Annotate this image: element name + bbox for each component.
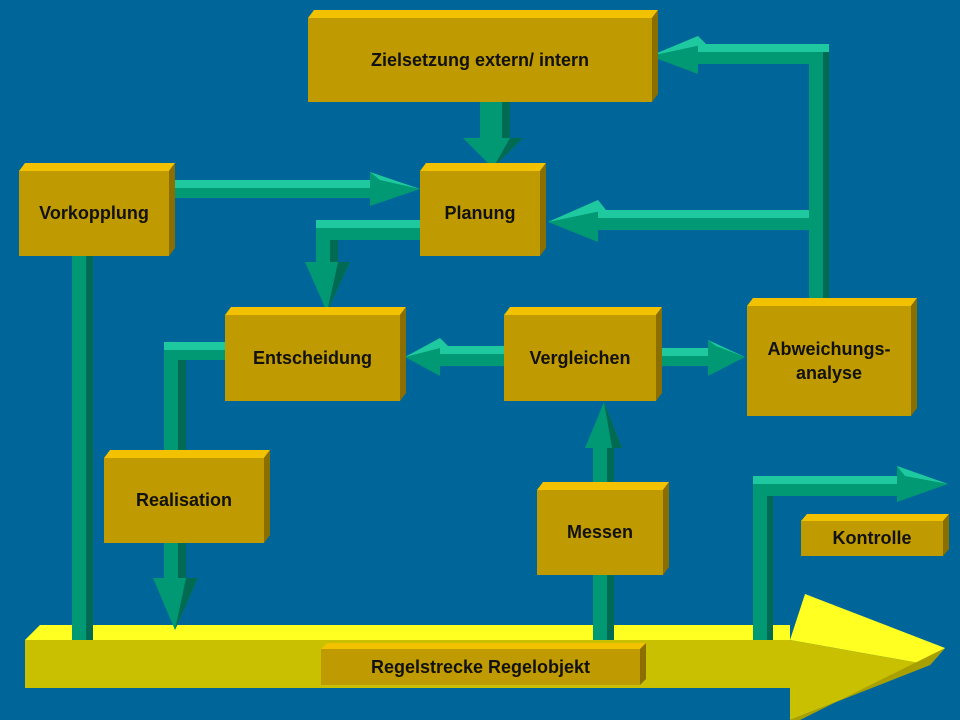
- arrow-abweichung-zielsetzung: [650, 36, 829, 302]
- node-entscheidung-label: Entscheidung: [225, 315, 400, 401]
- node-planung: Planung: [420, 163, 546, 256]
- band-head-front: [790, 640, 930, 720]
- arrow-vergleichen-abweichung: [660, 340, 745, 376]
- node-vorkopplung: Vorkopplung: [19, 163, 175, 256]
- node-zielsetzung-label: Zielsetzung extern/ intern: [308, 18, 652, 102]
- arrow-regelstrecke-kontrolle: [753, 466, 948, 640]
- node-planung-label: Planung: [420, 171, 540, 256]
- node-entscheidung: Entscheidung: [225, 307, 406, 401]
- band-head-top: [790, 594, 945, 665]
- node-vergleichen-label: Vergleichen: [504, 315, 656, 401]
- node-abweichungsanalyse-label: Abweichungs- analyse: [747, 306, 911, 416]
- node-vergleichen: Vergleichen: [504, 307, 662, 401]
- node-vorkopplung-label: Vorkopplung: [19, 171, 169, 256]
- arrow-planung-entscheidung: [305, 220, 420, 312]
- node-zielsetzung: Zielsetzung extern/ intern: [308, 10, 658, 102]
- arrow-vorkopplung-regelstrecke: [72, 256, 93, 640]
- node-realisation: Realisation: [104, 450, 270, 543]
- node-kontrolle: Kontrolle: [801, 514, 949, 556]
- arrow-vorkopplung-planung: [170, 172, 420, 206]
- arrow-abweichung-planung: [548, 200, 809, 242]
- node-regelstrecke-label: Regelstrecke Regelobjekt: [321, 649, 640, 685]
- band-top-face: [25, 625, 790, 640]
- node-messen: Messen: [537, 482, 669, 575]
- node-abweichungsanalyse: Abweichungs- analyse: [747, 298, 917, 416]
- arrow-zielsetzung-planung: [463, 102, 523, 168]
- node-realisation-label: Realisation: [104, 458, 264, 543]
- arrow-vergleichen-entscheidung: [405, 338, 504, 376]
- node-regelstrecke: Regelstrecke Regelobjekt: [321, 643, 646, 685]
- node-kontrolle-label: Kontrolle: [801, 521, 943, 556]
- node-messen-label: Messen: [537, 490, 663, 575]
